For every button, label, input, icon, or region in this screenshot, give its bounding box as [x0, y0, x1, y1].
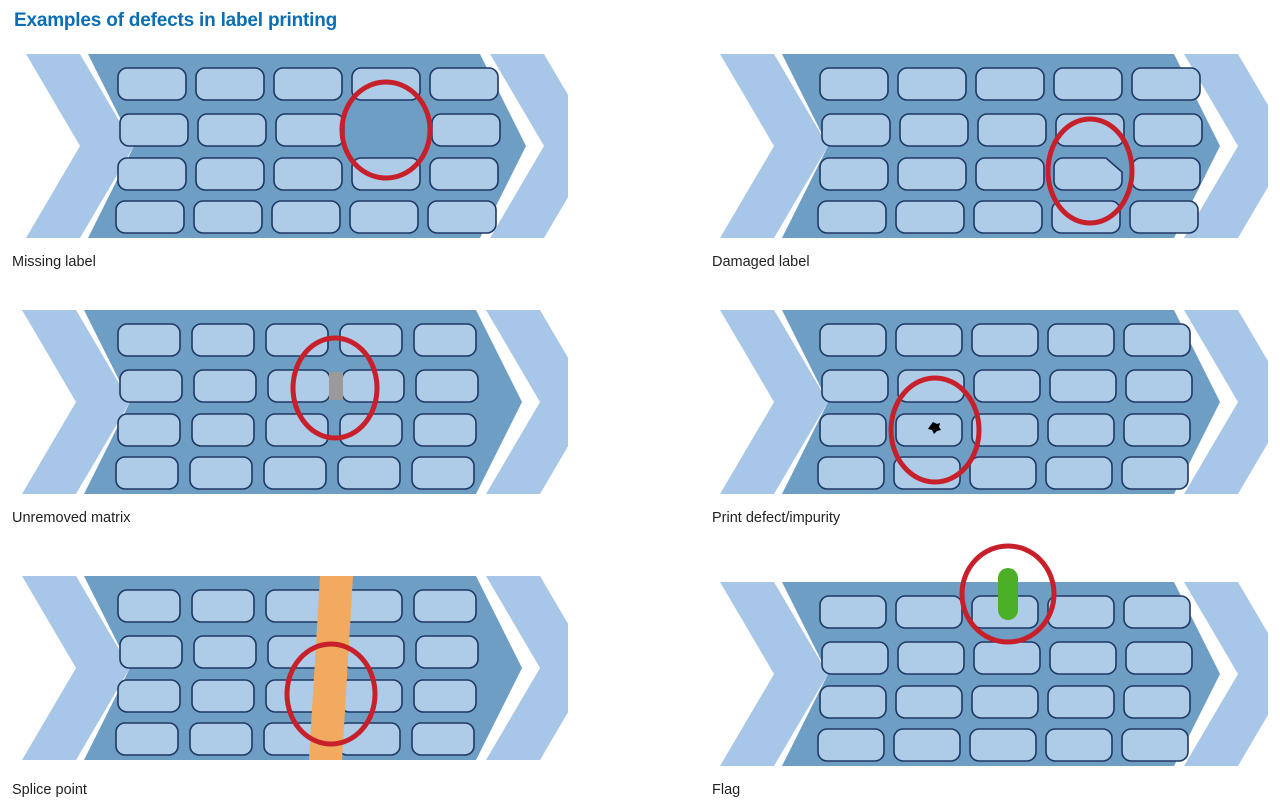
panel-caption: Damaged label: [712, 254, 810, 270]
panel-caption: Missing label: [12, 254, 96, 270]
panel-caption: Unremoved matrix: [12, 510, 131, 526]
defect-panel-print-defect: Print defect/impurity: [708, 302, 1280, 552]
defect-highlight-circle: [290, 335, 380, 441]
web-figure-missing-label: [8, 46, 568, 251]
defect-panel-grid: Missing label: [0, 46, 1280, 798]
label-grid: [115, 323, 479, 490]
defect-highlight-circle: [284, 641, 378, 747]
damaged-label-shape: [1053, 157, 1123, 191]
defect-highlight-circle: [339, 79, 433, 181]
panel-caption: Print defect/impurity: [712, 510, 841, 526]
splice-band: [309, 576, 353, 760]
defect-highlight-circle: [888, 375, 982, 485]
label-grid: [817, 323, 1193, 490]
defect-panel-missing-label: Missing label: [8, 46, 588, 296]
right-chevron-icon: [486, 310, 568, 494]
web-figure-splice-point: [8, 568, 568, 773]
web-figure-unremoved-matrix: [8, 302, 568, 507]
defect-highlight-circle: [959, 543, 1057, 645]
defect-panel-splice-point: Splice point: [8, 558, 588, 808]
defect-highlight-circle: [1045, 116, 1135, 226]
web-figure-flag: [708, 543, 1268, 779]
right-chevron-icon: [490, 54, 568, 238]
left-chevron-icon: [26, 54, 134, 238]
left-chevron-icon: [22, 576, 130, 760]
ink-speck-icon: [928, 422, 941, 434]
panel-caption: Splice point: [12, 782, 87, 798]
right-chevron-icon: [1184, 310, 1268, 494]
label-grid: [115, 67, 501, 234]
defect-panel-damaged-label: Damaged label: [708, 46, 1280, 296]
label-grid: [115, 589, 479, 756]
right-chevron-icon: [1184, 54, 1268, 238]
defect-panel-unremoved-matrix: Unremoved matrix: [8, 302, 588, 552]
unremoved-matrix-patch: [329, 372, 343, 400]
left-chevron-icon: [22, 310, 130, 494]
label-grid: [817, 595, 1193, 762]
right-chevron-icon: [1184, 582, 1268, 766]
flag-marker: [998, 568, 1018, 620]
page-title: Examples of defects in label printing: [14, 10, 338, 31]
panel-caption: Flag: [712, 782, 741, 798]
right-chevron-icon: [486, 576, 568, 760]
left-chevron-icon: [720, 310, 828, 494]
left-chevron-icon: [720, 54, 828, 238]
web-figure-damaged-label: [708, 46, 1268, 251]
web-figure-print-defect: [708, 302, 1268, 507]
defect-panel-flag: Flag: [708, 543, 1280, 808]
label-grid: [817, 67, 1203, 234]
left-chevron-icon: [720, 582, 828, 766]
